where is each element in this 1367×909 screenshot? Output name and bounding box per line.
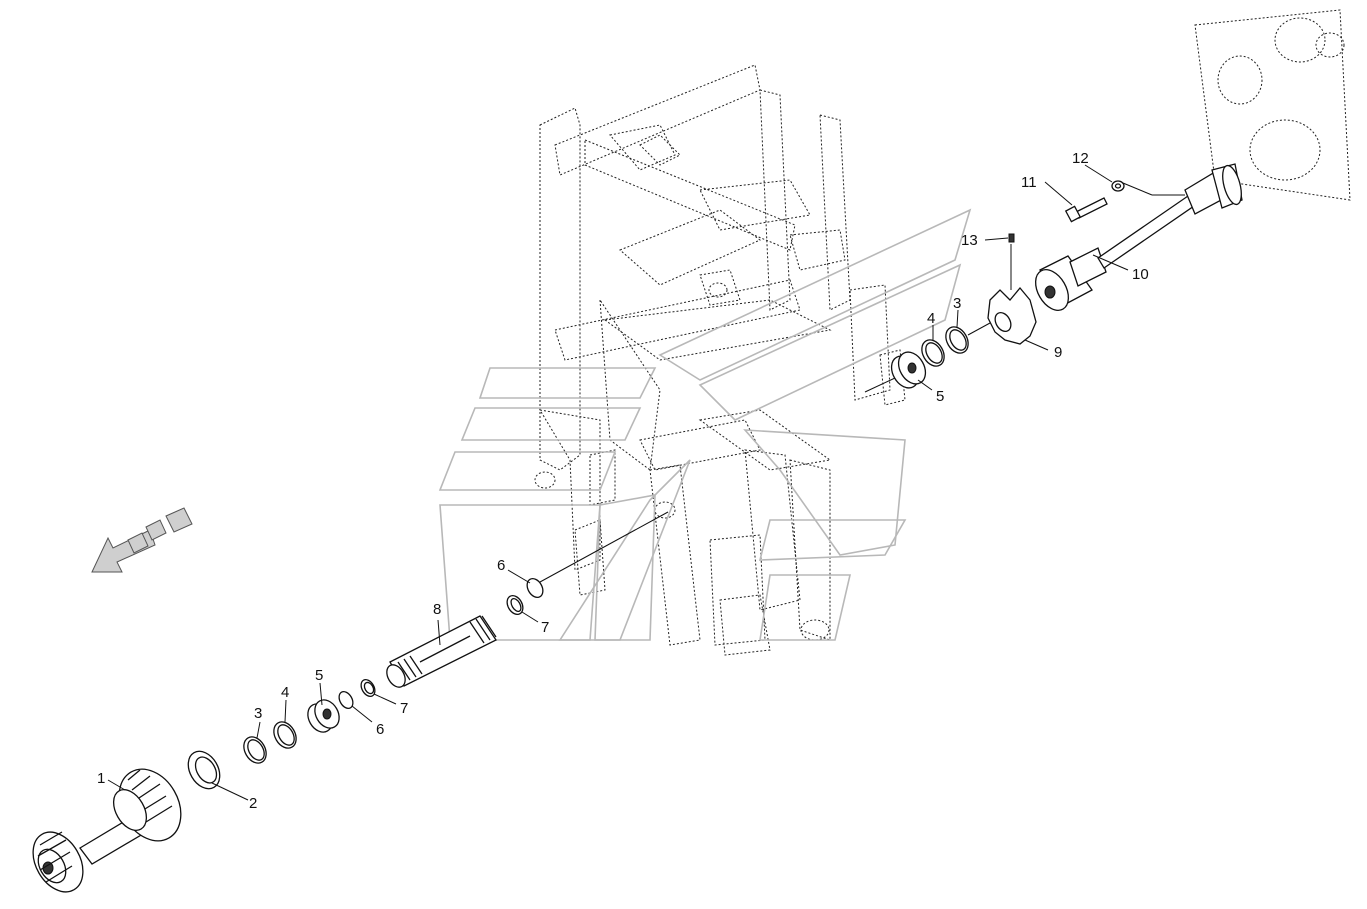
callout-4: 4 bbox=[927, 310, 935, 327]
callout-6: 6 bbox=[497, 557, 505, 574]
callout-1: 1 bbox=[97, 770, 105, 787]
machine-frame bbox=[534, 9, 1351, 656]
part-7-ring-upper bbox=[506, 595, 524, 615]
part-4-ring-right bbox=[921, 339, 945, 367]
part-8-splined-shaft bbox=[386, 615, 497, 688]
callout-5: 5 bbox=[315, 667, 323, 684]
part-9-coupling bbox=[987, 286, 1037, 345]
part-4-ring-left bbox=[273, 721, 297, 749]
callout-9: 9 bbox=[1054, 344, 1062, 361]
callout-12: 12 bbox=[1072, 150, 1089, 167]
callout-2: 2 bbox=[249, 795, 257, 812]
part-2-clamp bbox=[187, 750, 221, 790]
part-6-ring-lower bbox=[338, 690, 354, 710]
callout-4: 4 bbox=[281, 684, 289, 701]
callout-3: 3 bbox=[254, 705, 262, 722]
callout-8: 8 bbox=[433, 601, 441, 618]
callout-13: 13 bbox=[961, 232, 978, 249]
part-13-pin bbox=[1008, 233, 1015, 243]
part-7-ring-lower bbox=[360, 678, 376, 698]
part-6-ring-upper bbox=[526, 578, 544, 598]
part-5-bearing-left bbox=[307, 699, 340, 733]
watermark-logo bbox=[438, 208, 972, 641]
leader-lines bbox=[107, 164, 1185, 801]
part-1-pulley-shaft bbox=[32, 768, 182, 893]
part-3-ring-left bbox=[243, 736, 267, 764]
callout-6: 6 bbox=[376, 721, 384, 738]
part-10-cardan-shaft bbox=[1034, 163, 1243, 311]
part-3-ring-right bbox=[945, 326, 969, 354]
part-12-washer bbox=[1111, 180, 1125, 192]
callout-labels: 1 2 3 4 5 6 7 8 6 7 5 4 3 9 13 10 11 12 bbox=[97, 150, 1149, 812]
callout-3: 3 bbox=[953, 295, 961, 312]
callout-5: 5 bbox=[936, 388, 944, 405]
assembly-axis-lines bbox=[539, 322, 991, 583]
callout-11: 11 bbox=[1021, 174, 1037, 191]
part-5-bearing-right bbox=[890, 351, 927, 389]
callout-7: 7 bbox=[541, 619, 549, 636]
direction-arrow-icon bbox=[91, 507, 193, 573]
part-11-bolt bbox=[1064, 197, 1108, 223]
callout-7: 7 bbox=[400, 700, 408, 717]
callout-10: 10 bbox=[1132, 266, 1149, 283]
